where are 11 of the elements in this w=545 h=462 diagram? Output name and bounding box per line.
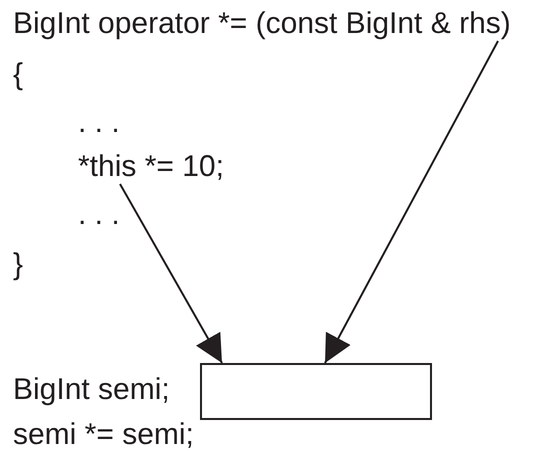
code-line: . . . [78,198,120,232]
code-line: *this *= 10; [78,150,224,184]
code-line: semi *= semi; [13,418,194,452]
code-line: } [13,248,24,282]
arrow [324,40,499,364]
variable-box [200,363,432,420]
code-line: BigInt semi; [13,373,170,407]
code-line: . . . [78,106,120,140]
arrow [119,184,223,364]
code-line: BigInt operator *= (const BigInt & rhs) [13,7,511,41]
code-line: { [13,58,24,92]
